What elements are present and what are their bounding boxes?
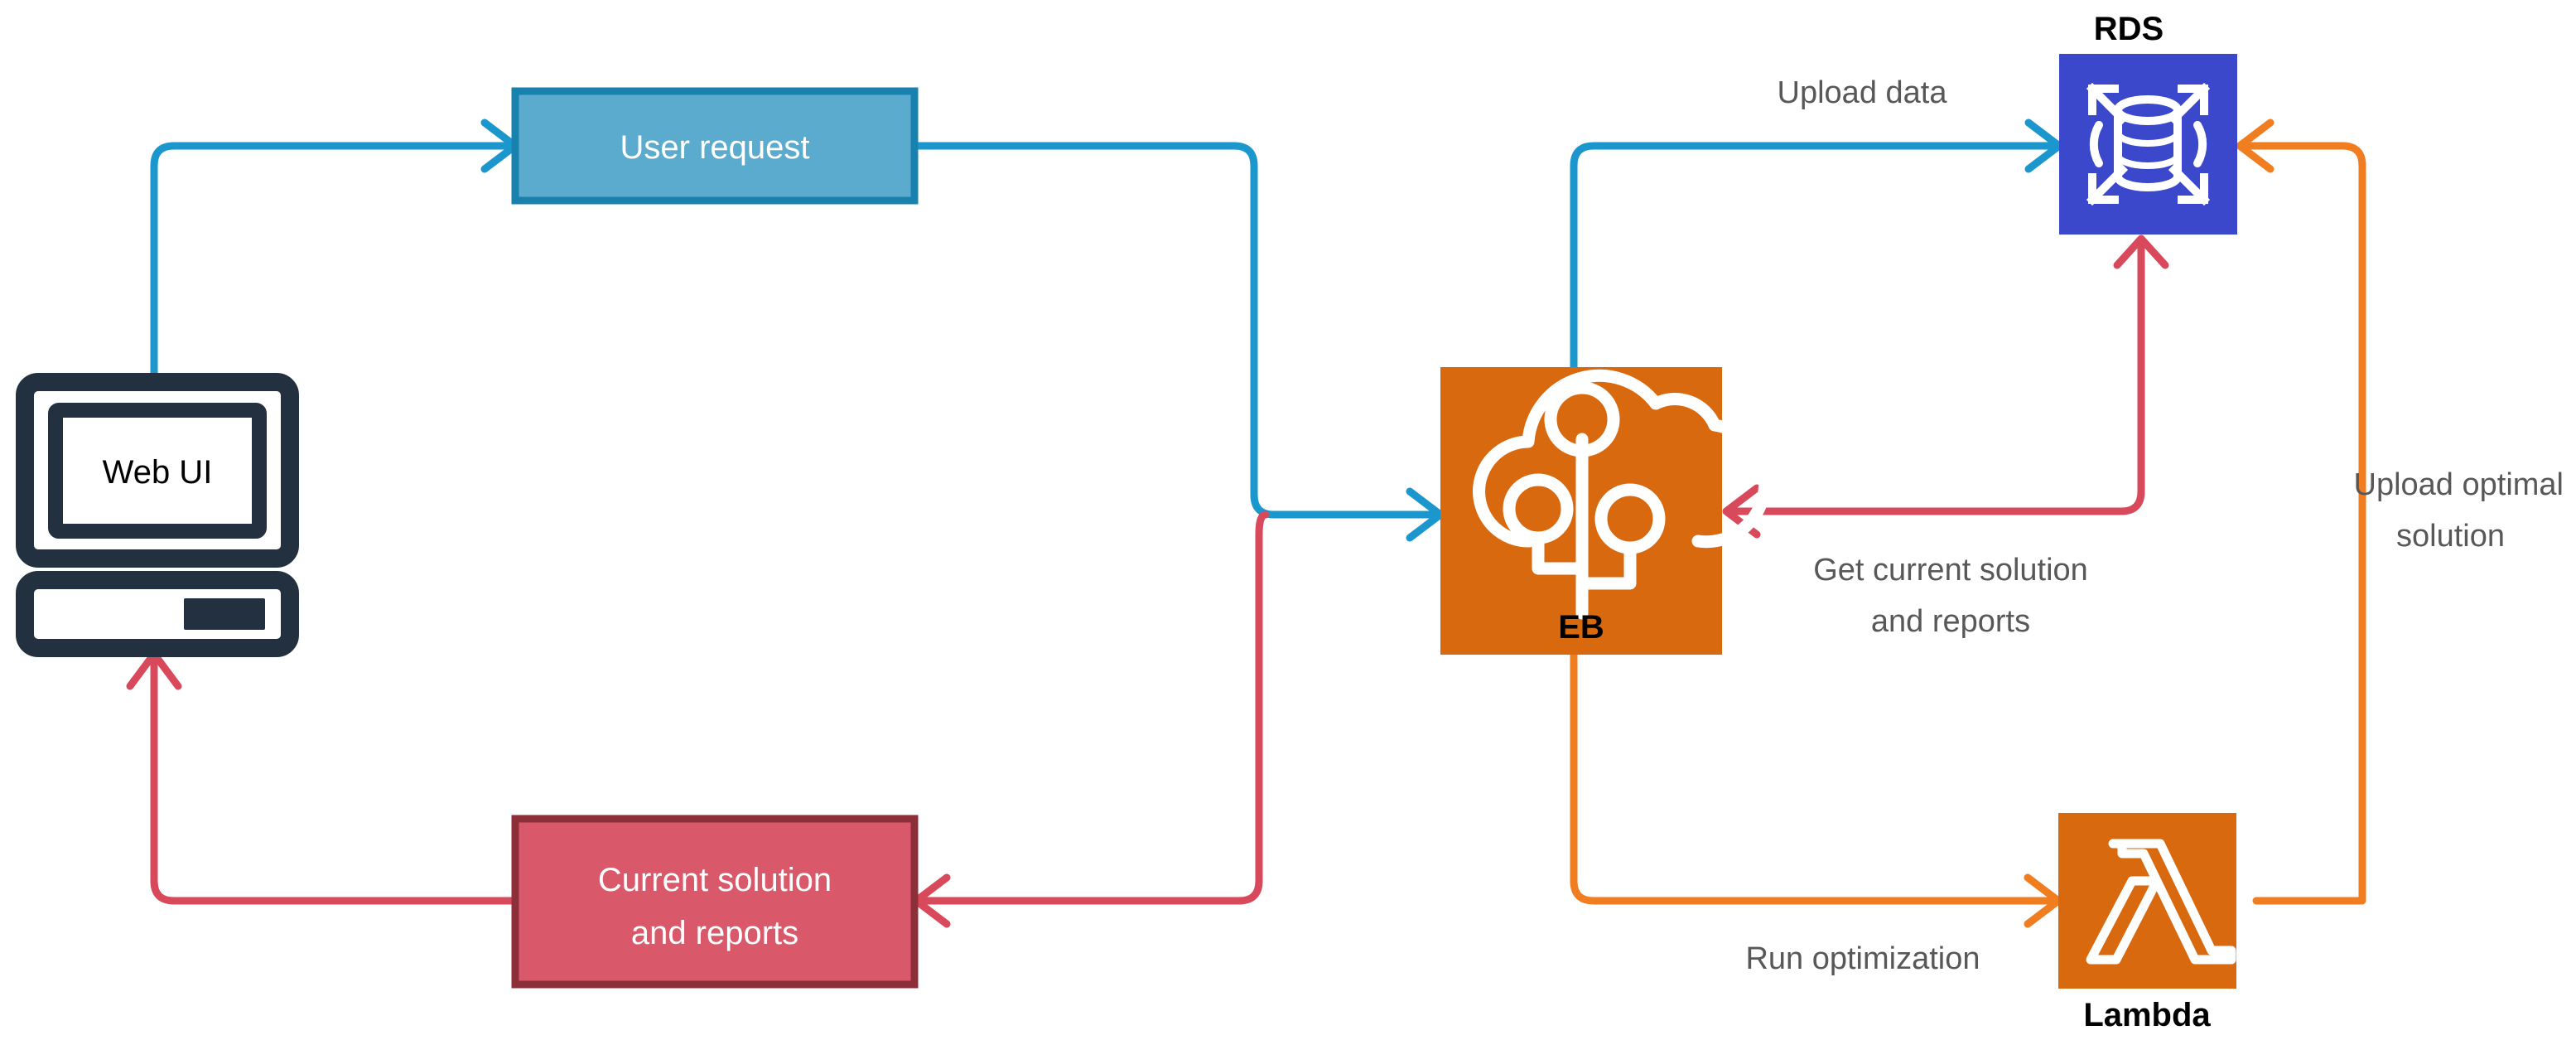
current-solution-label-line1: Current solution bbox=[598, 862, 832, 898]
rds-label: RDS bbox=[2094, 11, 2164, 47]
monitor-screen-icon bbox=[48, 403, 267, 539]
eb-label: EB bbox=[1558, 609, 1604, 646]
node-current-solution[interactable]: Current solution and reports bbox=[511, 815, 919, 989]
current-solution-box[interactable] bbox=[511, 815, 919, 989]
computer-base-indicator-icon bbox=[184, 598, 265, 630]
user-request-box[interactable] bbox=[511, 87, 919, 205]
edge-label-upload-data: Upload data bbox=[1778, 75, 1948, 110]
edge-eb-to-current-solution bbox=[912, 510, 1270, 928]
edge-label-run-optimization: Run optimization bbox=[1745, 941, 1980, 976]
node-web-ui[interactable]: Web UI bbox=[16, 373, 299, 657]
edge-lambda-to-rds-upload-optimal bbox=[2236, 119, 2366, 905]
user-request-label: User request bbox=[620, 129, 810, 166]
edge-label-upload-optimal-line1: Upload optimal bbox=[2354, 467, 2564, 502]
computer-base-icon bbox=[16, 571, 299, 657]
current-solution-label-line2: and reports bbox=[631, 915, 798, 951]
edge-rds-to-eb-get-solution bbox=[1722, 235, 2169, 539]
lambda-label: Lambda bbox=[2083, 997, 2211, 1033]
lambda-glyph-icon bbox=[2086, 839, 2236, 965]
web-ui-label: Web UI bbox=[103, 454, 213, 491]
node-eb[interactable]: EB bbox=[1440, 367, 1772, 655]
edge-web-ui-to-user-request bbox=[150, 119, 519, 379]
edge-eb-to-rds-upload-data bbox=[1570, 119, 2063, 371]
node-user-request[interactable]: User request bbox=[511, 87, 919, 205]
node-lambda[interactable]: Lambda bbox=[2058, 813, 2236, 1033]
edge-label-get-current-solution-line2: and reports bbox=[1871, 604, 2030, 639]
monitor-outer-icon bbox=[16, 373, 299, 568]
elastic-beanstalk-cloud-icon bbox=[1473, 369, 1772, 620]
edge-user-request-to-eb bbox=[910, 142, 1445, 542]
edge-label-get-current-solution-line1: Get current solution bbox=[1813, 553, 2088, 588]
node-rds[interactable]: RDS bbox=[2059, 11, 2237, 235]
database-expand-icon bbox=[2086, 82, 2211, 206]
edge-label-upload-optimal-line2: solution bbox=[2396, 519, 2505, 554]
edge-current-solution-to-web-ui bbox=[126, 650, 518, 905]
edge-eb-to-lambda-run-optimization bbox=[1570, 651, 2062, 928]
lambda-icon bbox=[2086, 839, 2236, 965]
